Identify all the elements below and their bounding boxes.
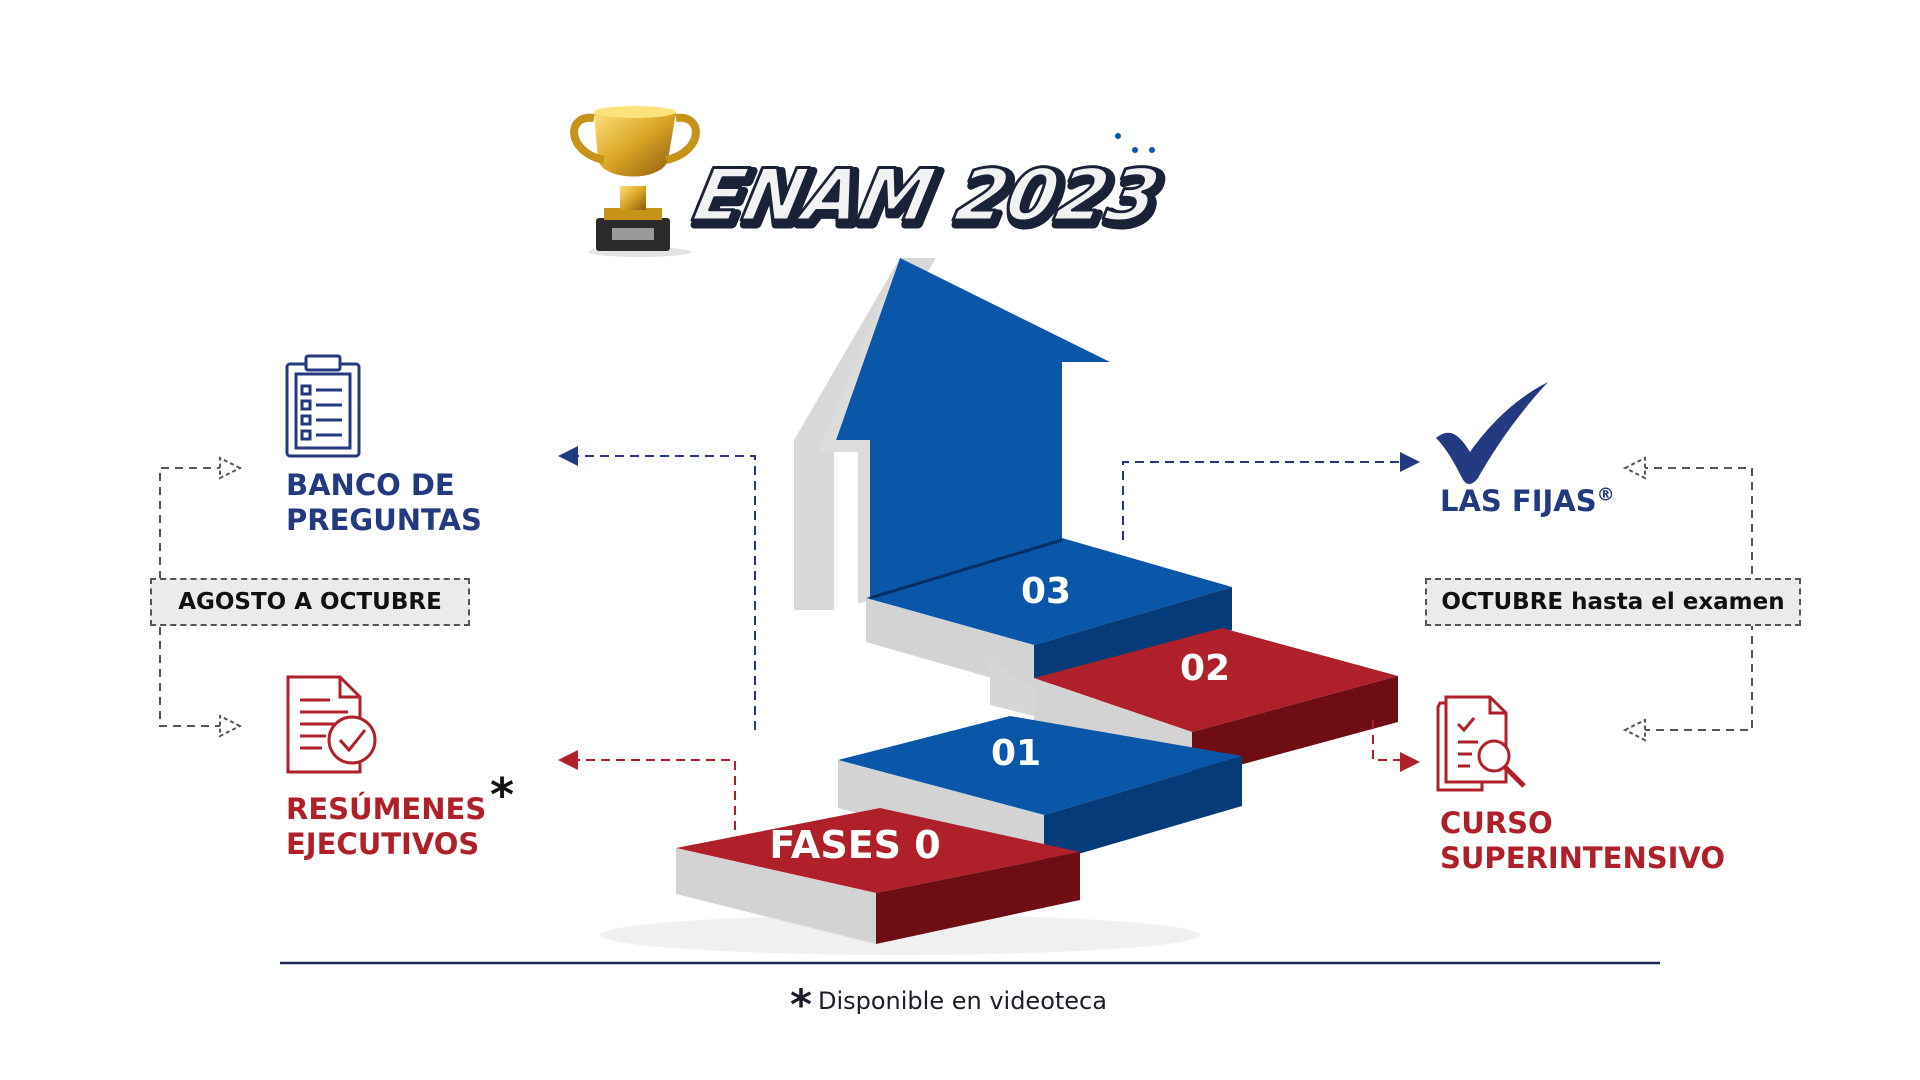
- riser-03-02: [990, 658, 1034, 716]
- connector-left-bracket: [159, 467, 225, 727]
- connector-fijas: [1122, 461, 1400, 540]
- title-dot-2: [1132, 147, 1138, 153]
- curso-superintensivo-label: CURSO SUPERINTENSIVO: [1440, 806, 1725, 877]
- fijas-registered-mark: ®: [1596, 484, 1615, 506]
- arrowhead-right-top: [1622, 456, 1646, 480]
- clipboard-checklist-icon: [285, 354, 361, 458]
- step-01-label: 01: [991, 733, 1041, 774]
- las-fijas-label: LAS FIJAS®: [1440, 484, 1615, 519]
- curso-line1: CURSO: [1440, 806, 1553, 840]
- step-03-label: 03: [1021, 571, 1071, 612]
- period-right-text: OCTUBRE hasta el examen: [1441, 589, 1785, 615]
- fijas-text: LAS FIJAS: [1440, 484, 1597, 518]
- banco-line1: BANCO DE: [286, 468, 455, 502]
- arrowhead-right-bottom: [1622, 718, 1646, 742]
- connector-resumenes: [575, 759, 736, 830]
- arrowhead-resumenes: [558, 750, 578, 770]
- growth-arrow: [794, 258, 1110, 610]
- arrowhead-fijas: [1400, 452, 1420, 472]
- arrowhead-left-top: [219, 456, 243, 480]
- curso-line2: SUPERINTENSIVO: [1440, 841, 1726, 876]
- resumenes-line2: EJECUTIVOS: [286, 827, 480, 862]
- period-agosto-octubre: AGOSTO A OCTUBRE: [150, 578, 470, 626]
- step-02: [1034, 628, 1398, 778]
- trophy-icon: [570, 106, 700, 257]
- period-octubre-examen: OCTUBRE hasta el examen: [1425, 578, 1801, 626]
- footnote-asterisk: *: [790, 980, 812, 1029]
- step-fases-0-label: FASES 0: [769, 823, 940, 867]
- document-check-icon: [286, 675, 377, 774]
- resumenes-asterisk: *: [490, 768, 515, 822]
- title-svg: ENAM 2023 ENAM 2023: [685, 133, 1174, 246]
- page-title: ENAM 2023: [687, 154, 1167, 238]
- footnote: * Disponible en videoteca: [790, 980, 1107, 1026]
- footnote-text: Disponible en videoteca: [817, 987, 1107, 1015]
- title-dot-1: [1115, 133, 1121, 139]
- resumenes-line1: RESÚMENES: [286, 792, 487, 826]
- arrowhead-left-bottom: [219, 714, 243, 738]
- arrowhead-banco: [558, 446, 578, 466]
- banco-de-preguntas-label: BANCO DE PREGUNTAS: [286, 468, 482, 539]
- resumenes-ejecutivos-label: RESÚMENES EJECUTIVOS: [286, 792, 486, 863]
- step-02-label: 02: [1180, 648, 1230, 689]
- banco-line2: PREGUNTAS: [286, 503, 482, 538]
- period-left-text: AGOSTO A OCTUBRE: [178, 589, 442, 615]
- connector-banco: [575, 455, 756, 730]
- title-block: ENAM 2023 ENAM 2023: [560, 100, 1180, 260]
- checkmark-icon: [1436, 382, 1548, 484]
- page-title-shadow: ENAM 2023: [690, 158, 1170, 242]
- step-fases-0: [676, 808, 1080, 944]
- title-dot-3: [1149, 147, 1155, 153]
- arrowhead-curso: [1400, 752, 1420, 772]
- document-search-icon: [1436, 695, 1526, 792]
